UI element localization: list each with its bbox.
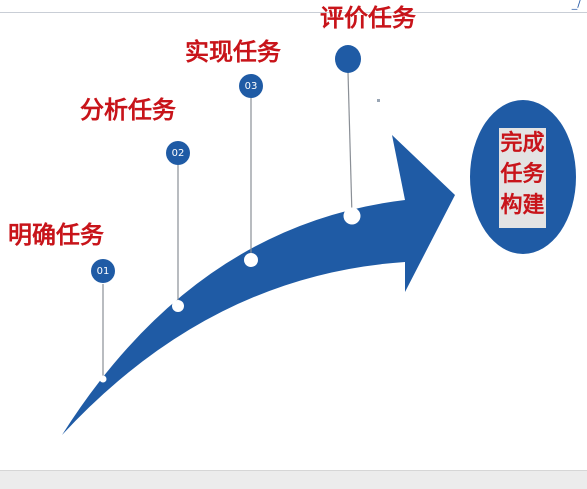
corner-mark: _/ xyxy=(571,0,581,10)
milestone-dot-1 xyxy=(99,375,107,383)
step-3-number-badge: 03 xyxy=(239,74,263,98)
milestone-dot-3 xyxy=(244,253,258,267)
bottom-bar xyxy=(0,470,587,489)
step-3-label: 实现任务 xyxy=(185,38,281,66)
curved-arrow xyxy=(62,135,455,435)
step-2-label: 分析任务 xyxy=(80,96,176,124)
step-4-number-badge xyxy=(335,45,361,73)
step-2-number-badge: 02 xyxy=(166,141,190,165)
step-4-label: 评价任务 xyxy=(320,4,416,32)
step-1-label: 明确任务 xyxy=(8,221,104,249)
milestone-dot-4 xyxy=(343,207,361,225)
milestone-dot-2 xyxy=(172,300,184,312)
decorative-dot xyxy=(377,99,380,102)
connector-line-4 xyxy=(347,71,353,217)
top-divider xyxy=(0,12,587,13)
step-1-number-badge: 01 xyxy=(91,259,115,283)
goal-label: 完成任务构建 xyxy=(499,128,546,228)
